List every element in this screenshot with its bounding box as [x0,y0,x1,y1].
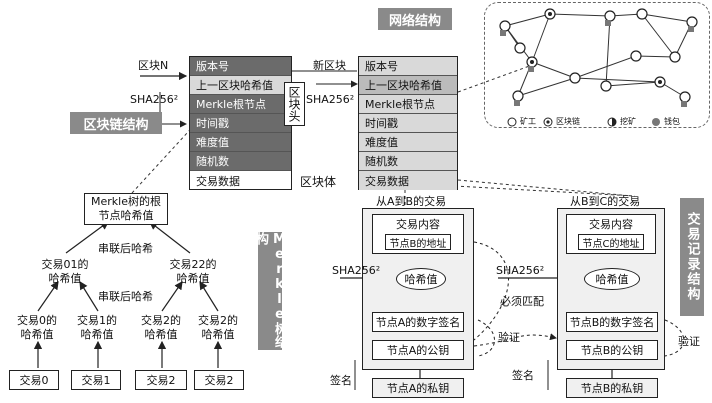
concat-hash-bottom: 串联后哈希 [98,290,153,303]
block-n-row: Merkle根节点 [190,95,291,114]
tx-ab-sign: 签名 [330,374,352,387]
new-block-label: 新区块 [313,59,346,72]
merkle-root-text: Merkle树的根节点哈希值 [91,194,161,222]
hash-22: 交易22的哈希值 [169,258,217,286]
new-block-row: 难度值 [359,133,457,152]
new-block-row: 时间戳 [359,114,457,133]
match-label: 必须匹配 [500,295,544,308]
tx-bc-sign: 签名 [512,369,534,382]
block-n: 版本号 上一区块哈希值 Merkle根节点 时间戳 难度值 随机数 交易数据 [189,56,292,190]
tx-bc-address: 节点C的地址 [578,234,644,250]
block-n-row: 难度值 [190,133,291,152]
tx-record-title: 交易记录结构 [680,198,704,316]
leaf-tx2: 交易2 [135,370,187,390]
hash-01: 交易01的哈希值 [41,258,89,286]
tx-bc-sha: SHA256² [496,264,545,277]
leaf-tx1: 交易1 [71,370,121,390]
tx-bc-signature: 节点B的数字签名 [566,312,658,332]
new-block-row: Merkle根节点 [359,95,457,114]
blockchain-title: 区块链结构 [70,112,162,134]
new-block: 版本号 上一区块哈希值 Merkle根节点 时间戳 难度值 随机数 交易数据 [358,56,458,190]
block-body-label: 区块体 [300,175,337,189]
block-n-label: 区块N [138,59,169,72]
block-header-label: 区块头 [284,82,305,126]
concat-hash-top: 串联后哈希 [98,242,153,255]
leaf-tx0: 交易0 [9,370,59,390]
block-n-row: 时间戳 [190,114,291,133]
network-title: 网络结构 [378,8,452,30]
hash-tx2: 交易2的哈希值 [141,314,181,342]
hash-tx2b: 交易2的哈希值 [198,314,238,342]
legend-miner: 矿工 [520,117,536,126]
block-n-row: 随机数 [190,152,291,171]
tx-ab-pubkey: 节点A的公钥 [372,340,464,360]
network-panel [484,2,710,128]
new-block-row: 上一区块哈希值 [359,76,457,95]
new-block-row: 版本号 [359,57,457,76]
legend-blockchain: 区块链 [556,117,580,126]
tx-ab-title: 从A到B的交易 [376,195,447,208]
verify-b: 验证 [678,335,700,348]
legend-mining: 挖矿 [620,117,636,126]
verify-a: 验证 [498,331,520,344]
hash-tx1: 交易1的哈希值 [77,314,117,342]
merkle-root: Merkle树的根节点哈希值 [84,193,168,225]
tx-bc-pubkey: 节点B的公钥 [566,340,658,360]
new-block-row: 随机数 [359,152,457,171]
tx-bc-content-label: 交易内容 [589,218,633,231]
tx-bc-privkey: 节点B的私钥 [566,378,658,398]
tx-bc-hash: 哈希值 [584,268,640,290]
tx-ab-address: 节点B的地址 [385,234,451,250]
tx-ab-content: 交易内容 节点B的地址 [372,214,464,254]
leaf-tx2b: 交易2 [194,370,244,390]
tx-ab-sha: SHA256² [332,264,381,277]
tx-bc-title: 从B到C的交易 [570,195,641,208]
block-n-row: 版本号 [190,57,291,76]
new-block-row: 交易数据 [359,171,457,190]
new-block-sha: SHA256² [306,93,355,106]
tx-ab-hash: 哈希值 [396,268,446,290]
legend-wallet: 钱包 [664,117,680,126]
tx-ab-privkey: 节点A的私钥 [372,378,464,398]
tx-ab-content-label: 交易内容 [396,218,440,231]
tx-bc-content: 交易内容 节点C的地址 [566,214,656,254]
block-n-row: 上一区块哈希值 [190,76,291,95]
tx-ab-signature: 节点A的数字签名 [372,312,464,332]
block-n-sha: SHA256² [130,93,179,106]
hash-tx0: 交易0的哈希值 [17,314,57,342]
block-n-row: 交易数据 [196,174,240,188]
